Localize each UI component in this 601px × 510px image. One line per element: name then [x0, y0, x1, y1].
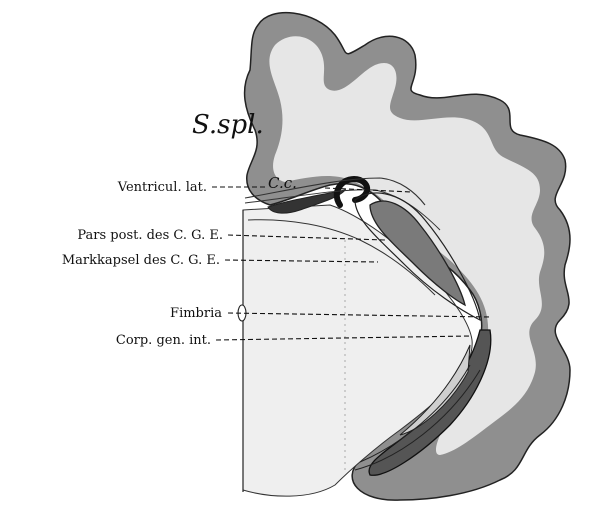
label-ventricul: Ventricul. lat. [117, 180, 207, 195]
label-pars-post: Pars post. des C. G. E. [77, 228, 223, 243]
label-fimbria: Fimbria [170, 306, 222, 321]
label-markkapsel: Markkapsel des C. G. E. [62, 253, 220, 268]
label-corp-gen: Corp. gen. int. [116, 333, 211, 348]
corpus-callosum-label: C.c. [268, 174, 297, 192]
sulcus-label: S.spl. [192, 110, 264, 140]
